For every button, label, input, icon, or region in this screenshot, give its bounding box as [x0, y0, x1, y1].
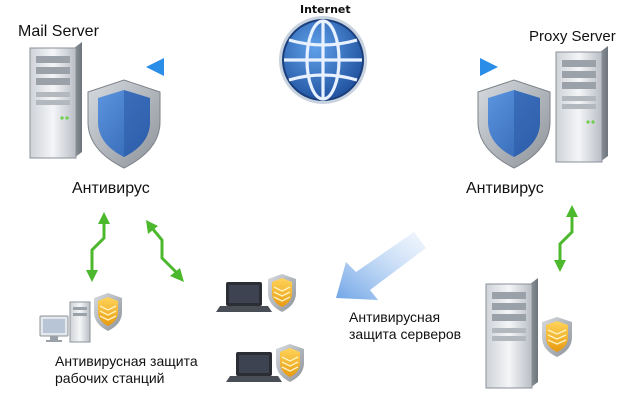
laptop-icon-2 — [226, 352, 282, 382]
arrow-internet-to-mail — [146, 58, 238, 76]
proxy-antivirus-shield-icon — [477, 79, 551, 169]
mail-server-icon — [29, 42, 82, 159]
mail-antivirus-label: Антивирус — [72, 180, 150, 197]
arrow-internet-to-proxy — [405, 58, 498, 76]
arrow-mail-workstations-right — [150, 227, 178, 274]
arrow-to-workstations — [336, 232, 426, 300]
mail-server-label: Mail Server — [18, 23, 99, 40]
globe-icon — [279, 16, 367, 104]
laptop-icon — [216, 282, 272, 312]
server-protection-label-line2: защита серверов — [349, 325, 462, 342]
server-protection-label: Антивирусная защита серверов — [349, 309, 461, 343]
workstation-protection-label: Антивирусная защита рабочих станций — [55, 353, 198, 387]
laptop-shield-icon — [268, 274, 296, 312]
server-protection-label-line1: Антивирусная — [349, 309, 441, 325]
server-shield-icon — [542, 317, 572, 357]
proxy-antivirus-label: Антивирус — [466, 180, 544, 197]
proxy-server-label: Proxy Server — [529, 28, 616, 45]
arrow-mail-workstations-left — [90, 220, 106, 270]
workstation-shield-icon — [94, 293, 122, 331]
laptop-shield-icon-2 — [276, 344, 304, 382]
proxy-server-icon — [555, 46, 608, 163]
protected-server-icon — [485, 278, 538, 389]
internet-label: Internet — [300, 3, 351, 16]
mail-antivirus-shield-icon — [87, 79, 161, 169]
desktop-pc-icon — [39, 301, 91, 343]
arrow-proxy-servers — [558, 214, 574, 262]
workstation-protection-label-line1: Антивирусная защита — [55, 353, 198, 369]
workstation-protection-label-line2: рабочих станций — [55, 369, 165, 386]
